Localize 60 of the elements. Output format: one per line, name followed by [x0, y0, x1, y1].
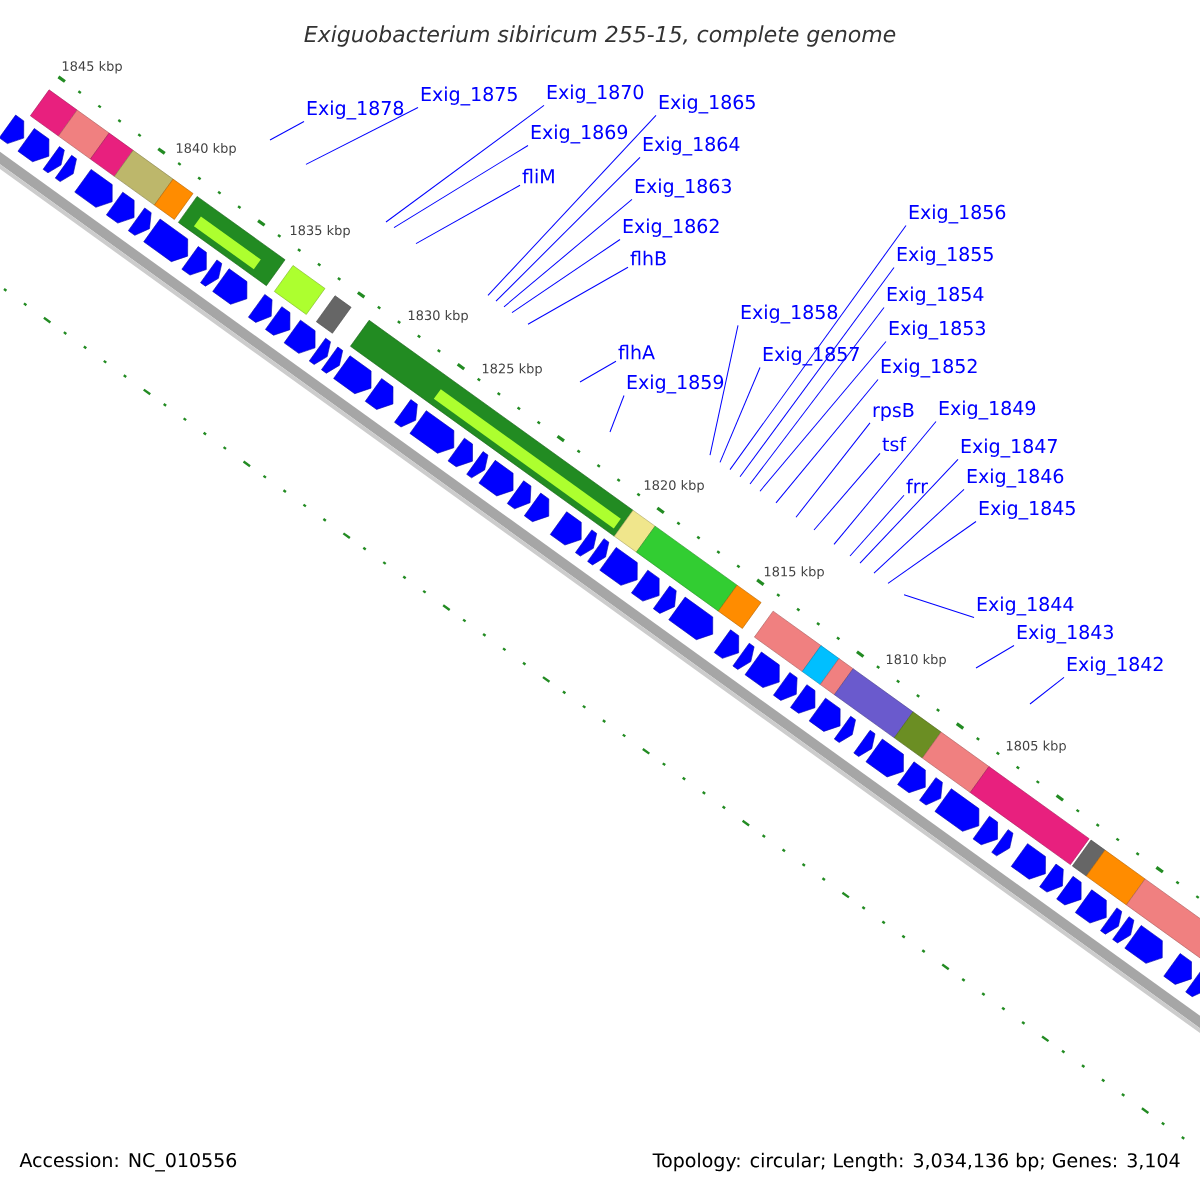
gene-label: fliM	[522, 168, 554, 184]
gene-label: rpsB	[873, 403, 914, 421]
gene-label: Exig_1842	[1067, 656, 1163, 676]
gene-label: Exig_1852	[881, 358, 977, 378]
gene-label: Exig_1843	[1017, 624, 1113, 644]
gene-label: Exig_1846	[967, 468, 1064, 488]
leader-line	[719, 366, 761, 463]
leader-line	[527, 266, 629, 325]
gene-label: tsf	[882, 436, 907, 452]
leader-line	[739, 266, 895, 478]
gene-label: Exig_1844	[977, 596, 1074, 616]
leader-line	[887, 520, 977, 584]
gene-label: Exig_1863	[635, 178, 731, 198]
leader-line	[873, 488, 965, 574]
leader-line	[415, 184, 521, 245]
leader-line	[729, 224, 907, 471]
leader-line	[609, 394, 625, 433]
leader-line	[775, 378, 879, 504]
leader-line	[795, 422, 871, 518]
leader-line	[903, 594, 975, 618]
leader-line	[269, 120, 305, 141]
gene-label: Exig_1870	[547, 84, 644, 104]
title: Exiguobacterium sibiricum 255-15, complete genome	[304, 25, 896, 47]
leader-line	[849, 494, 905, 557]
gene-label: Exig_1853	[889, 320, 985, 340]
genome-info-text: Topology: circular; Length: 3,034,136 bp; Genes: 3,104	[652, 1152, 1180, 1172]
leader-line	[511, 238, 621, 314]
leader-line	[305, 106, 419, 165]
leader-line	[487, 114, 657, 296]
gene-label: Exig_1865	[659, 94, 755, 114]
leader-line	[1029, 676, 1065, 705]
gene-label: Exig_1855	[897, 246, 993, 266]
leader-line	[749, 306, 885, 485]
gene-label: frr	[906, 478, 928, 494]
gene-label: Exig_1859	[627, 374, 724, 394]
gene-label: Exig_1864	[643, 136, 740, 156]
gene-label: Exig_1854	[887, 286, 984, 306]
gene-label: Exig_1849	[939, 400, 1036, 420]
leader-line	[975, 644, 1015, 669]
leader-line	[859, 458, 959, 564]
leader-line	[503, 198, 633, 308]
gene-label: Exig_1875	[421, 86, 517, 106]
gene-label: Exig_1858	[741, 304, 838, 324]
accession-text: Accession: NC_010556	[19, 1152, 237, 1172]
leader-line	[579, 360, 617, 383]
gene-label: flhA	[618, 344, 655, 360]
leader-line	[393, 144, 529, 229]
leader-line	[833, 420, 937, 545]
gene-label: Exig_1856	[909, 204, 1006, 224]
gene-label: Exig_1845	[979, 500, 1075, 520]
leader-line	[813, 452, 881, 531]
gene-label: Exig_1878	[307, 100, 404, 120]
gene-label: Exig_1869	[531, 124, 628, 144]
leader-line	[709, 324, 739, 456]
gene-label: Exig_1862	[623, 218, 719, 238]
gene-label: flhB	[630, 250, 666, 266]
leader-line	[385, 104, 545, 223]
leader-line	[495, 156, 641, 302]
gene-label: Exig_1847	[961, 438, 1057, 458]
leader-line	[759, 340, 887, 492]
